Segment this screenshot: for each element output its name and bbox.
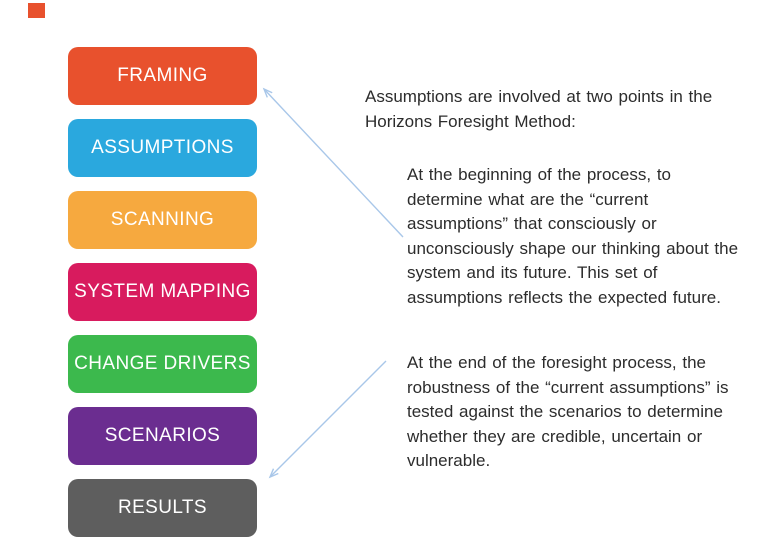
process-step-scenarios: SCENARIOS	[68, 407, 257, 465]
process-step-scanning: SCANNING	[68, 191, 257, 249]
process-step-system-mapping: SYSTEM MAPPING	[68, 263, 257, 321]
process-steps-column: FRAMING ASSUMPTIONS SCANNING SYSTEM MAPPING…	[68, 47, 257, 551]
process-step-label: ASSUMPTIONS	[91, 137, 234, 158]
process-step-framing: FRAMING	[68, 47, 257, 105]
arrow-to-results-line	[269, 360, 387, 478]
corner-accent-square	[28, 3, 45, 18]
process-step-label: FRAMING	[117, 65, 208, 86]
process-step-label: RESULTS	[117, 497, 208, 518]
process-step-results: RESULTS	[68, 479, 257, 537]
arrow-to-results-head-icon	[268, 468, 279, 479]
point-beginning-text: At the beginning of the process, to dete…	[407, 165, 739, 307]
arrow-to-framing-head-icon	[262, 87, 273, 98]
process-step-label: SCENARIOS	[104, 425, 221, 446]
arrow-to-results	[268, 360, 387, 479]
intro-text: Assumptions are involved at two points i…	[365, 87, 713, 131]
process-step-label: SYSTEM MAPPING	[74, 281, 251, 302]
process-step-change-drivers: CHANGE DRIVERS	[68, 335, 257, 393]
process-step-label: SCANNING	[110, 209, 215, 230]
point-end-text: At the end of the foresight process, the…	[407, 353, 729, 470]
process-step-label: CHANGE DRIVERS	[74, 353, 251, 374]
process-step-assumptions: ASSUMPTIONS	[68, 119, 257, 177]
